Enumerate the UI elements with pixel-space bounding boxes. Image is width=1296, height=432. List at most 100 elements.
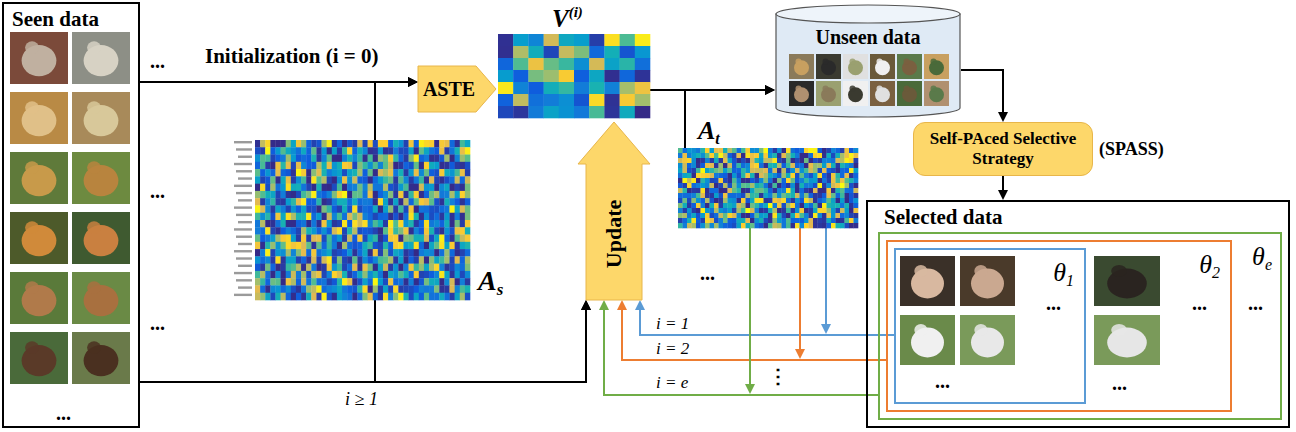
heatmap-cell (322, 176, 327, 184)
heatmap-cell (281, 213, 286, 221)
heatmap-cell (782, 183, 787, 188)
heatmap-cell (705, 178, 710, 183)
heatmap-cell (759, 183, 764, 188)
heatmap-cell (759, 163, 764, 168)
heatmap-cell (777, 153, 782, 158)
heatmap-cell (559, 58, 575, 70)
heatmap-cell (337, 198, 342, 206)
heatmap-cell (746, 218, 751, 223)
edge-label: Initialization (i = 0) (205, 44, 379, 69)
heatmap-cell (455, 176, 460, 184)
heatmap-cell (378, 285, 383, 293)
heatmap-cell (255, 213, 260, 221)
heatmap-cell (378, 271, 383, 279)
heatmap-cell (291, 140, 296, 148)
heatmap-cell (291, 184, 296, 192)
heatmap-cell (275, 249, 280, 257)
heatmap-cell (809, 213, 814, 218)
heatmap-cell (322, 198, 327, 206)
heatmap-cell (450, 184, 455, 192)
heatmap-cell (419, 271, 424, 279)
heatmap-cell (822, 188, 827, 193)
photo-thumbnail (816, 81, 841, 106)
heatmap-cell (450, 155, 455, 163)
heatmap-cell (429, 235, 434, 243)
heatmap-cell (786, 178, 791, 183)
heatmap-cell (809, 158, 814, 163)
heatmap-cell (822, 193, 827, 198)
heatmap-cell (705, 173, 710, 178)
heatmap-cell (795, 183, 800, 188)
heatmap-cell (286, 205, 291, 213)
heatmap-cell (306, 242, 311, 250)
photo-ground (10, 272, 68, 324)
heatmap-cell (434, 227, 439, 235)
heatmap-cell (306, 271, 311, 279)
heatmap-cell (403, 191, 408, 199)
heatmap-cell (849, 178, 854, 183)
heatmap-cell (352, 213, 357, 221)
heatmap-cell (306, 191, 311, 199)
heatmap-cell (714, 148, 719, 153)
heatmap-cell (332, 147, 337, 155)
edge-label: i = e (656, 373, 688, 393)
heatmap-cell (306, 155, 311, 163)
heatmap-cell (286, 140, 291, 148)
heatmap-cell (845, 178, 850, 183)
heatmap-cell (683, 213, 688, 218)
heatmap-cell (460, 278, 465, 286)
heatmap-cell (342, 140, 347, 148)
arrow-head (998, 112, 1008, 122)
heatmap-cell (804, 153, 809, 158)
heatmap-cell (465, 278, 470, 286)
heatmap-cell (444, 176, 449, 184)
heatmap-cell (439, 278, 444, 286)
heatmap-cell (322, 235, 327, 243)
heatmap-cell (265, 256, 270, 264)
heatmap-cell (337, 162, 342, 170)
heatmap-cell (332, 191, 337, 199)
heatmap-cell (746, 223, 751, 228)
heatmap-cell (275, 227, 280, 235)
heatmap-cell (419, 155, 424, 163)
heatmap-cell (800, 193, 805, 198)
heatmap-cell (347, 227, 352, 235)
heatmap-cell (260, 235, 265, 243)
heatmap-cell (332, 155, 337, 163)
heatmap-cell (327, 293, 332, 301)
heatmap-cell (777, 193, 782, 198)
heatmap-cell (281, 155, 286, 163)
group-box: θ1 (894, 248, 1086, 404)
heatmap-cell (265, 213, 270, 221)
heatmap-cell (635, 58, 651, 70)
row-name-mark (234, 163, 252, 165)
heatmap-cell (678, 188, 683, 193)
heatmap-cell (414, 147, 419, 155)
heatmap-cell (357, 278, 362, 286)
heatmap-cell (444, 184, 449, 192)
connector-line (375, 300, 586, 382)
heatmap-cell (750, 188, 755, 193)
heatmap-cell (301, 264, 306, 272)
heatmap-cell (822, 153, 827, 158)
heatmap-cell (795, 218, 800, 223)
heatmap-cell (255, 198, 260, 206)
heatmap-cell (755, 153, 760, 158)
heatmap-cell (710, 193, 715, 198)
heatmap-cell (296, 271, 301, 279)
heatmap-cell (827, 218, 832, 223)
heatmap-cell (398, 256, 403, 264)
heatmap-cell (424, 249, 429, 257)
heatmap-cell (813, 223, 818, 228)
heatmap-cell (827, 213, 832, 218)
heatmap-cell (836, 173, 841, 178)
photo-subject (974, 324, 987, 336)
heatmap-cell (255, 235, 260, 243)
heatmap-cell (388, 147, 393, 155)
heatmap-cell (347, 191, 352, 199)
heatmap-cell (439, 198, 444, 206)
heatmap-cell (311, 271, 316, 279)
heatmap-cell (732, 223, 737, 228)
heatmap-cell (419, 198, 424, 206)
heatmap-cell (337, 278, 342, 286)
